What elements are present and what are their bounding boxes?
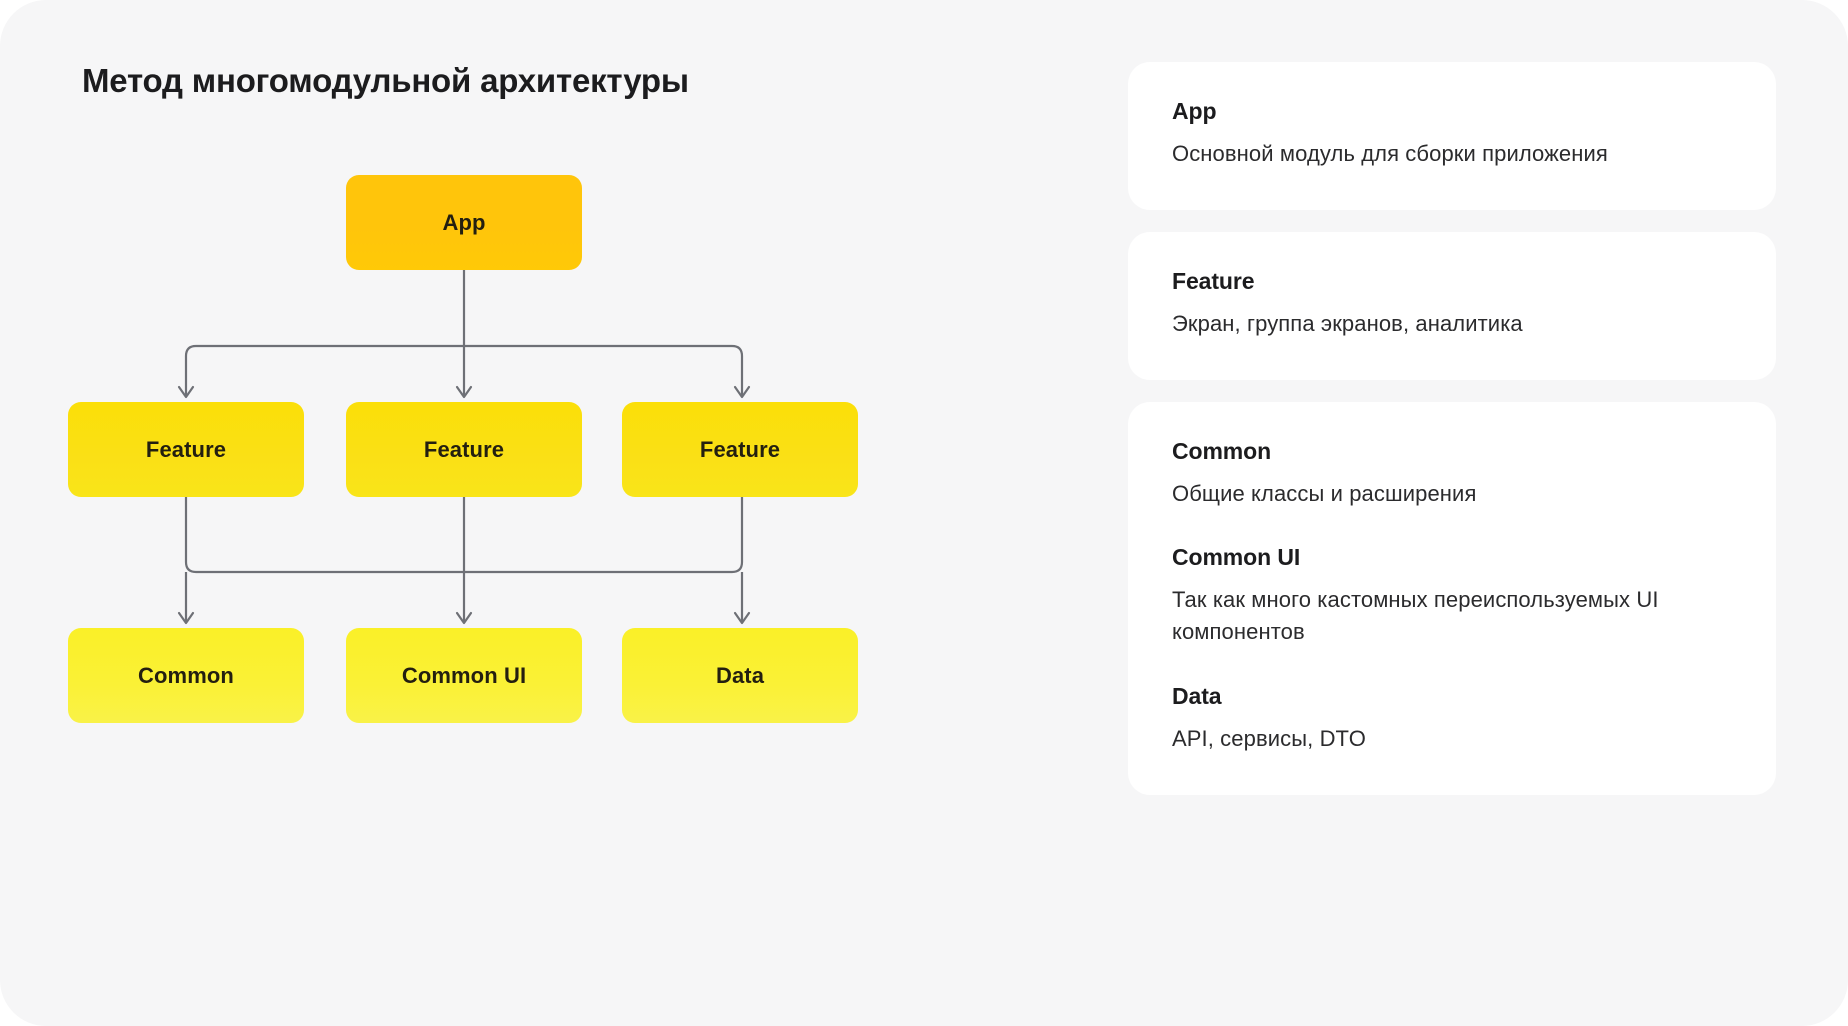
legend-body-common: Общие классы и расширения [1172,481,1477,507]
legend-heading-data: Data [1172,682,1222,709]
diagram-node-app[interactable]: App [346,175,582,270]
legend-card-app: App Основной модуль для сборки приложени… [1128,62,1776,211]
legend-heading-common-ui: Common UI [1172,544,1301,571]
legend-section-common: Common Общие классы и расширения [1172,438,1732,510]
page-title: Метод многомодульной архитектуры [82,62,689,99]
legend-heading-common: Common [1172,438,1272,465]
legend-section-app: App Основной модуль для сборки приложени… [1172,98,1732,170]
legend-cards: App Основной модуль для сборки приложени… [1128,62,1776,817]
legend-body-common-ui: Так как много кастомных переиспользуемых… [1172,587,1659,645]
legend-body-app: Основной модуль для сборки приложения [1172,141,1608,166]
legend-section-common-ui: Common UI Так как много кастомных переис… [1172,544,1732,648]
legend-section-data: Data API, сервисы, DTO [1172,683,1732,755]
diagram-node-data[interactable]: Data [622,628,858,723]
legend-card-shared: Common Общие классы и расширения Common … [1128,402,1776,795]
diagram-node-feature-1[interactable]: Feature [68,402,304,497]
diagram-node-feature-3[interactable]: Feature [622,402,858,497]
diagram-node-common-ui[interactable]: Common UI [346,628,582,723]
legend-body-data: API, сервисы, DTO [1172,725,1366,751]
diagram-node-feature-2[interactable]: Feature [346,402,582,497]
architecture-diagram: App Feature Feature Feature Common Commo… [0,150,1030,880]
diagram-node-common[interactable]: Common [68,628,304,723]
legend-card-feature: Feature Экран, группа экранов, аналитика [1128,232,1776,381]
legend-body-feature: Экран, группа экранов, аналитика [1172,311,1523,337]
legend-heading-app: App [1172,98,1217,124]
legend-section-feature: Feature Экран, группа экранов, аналитика [1172,268,1732,340]
legend-heading-feature: Feature [1172,268,1255,295]
